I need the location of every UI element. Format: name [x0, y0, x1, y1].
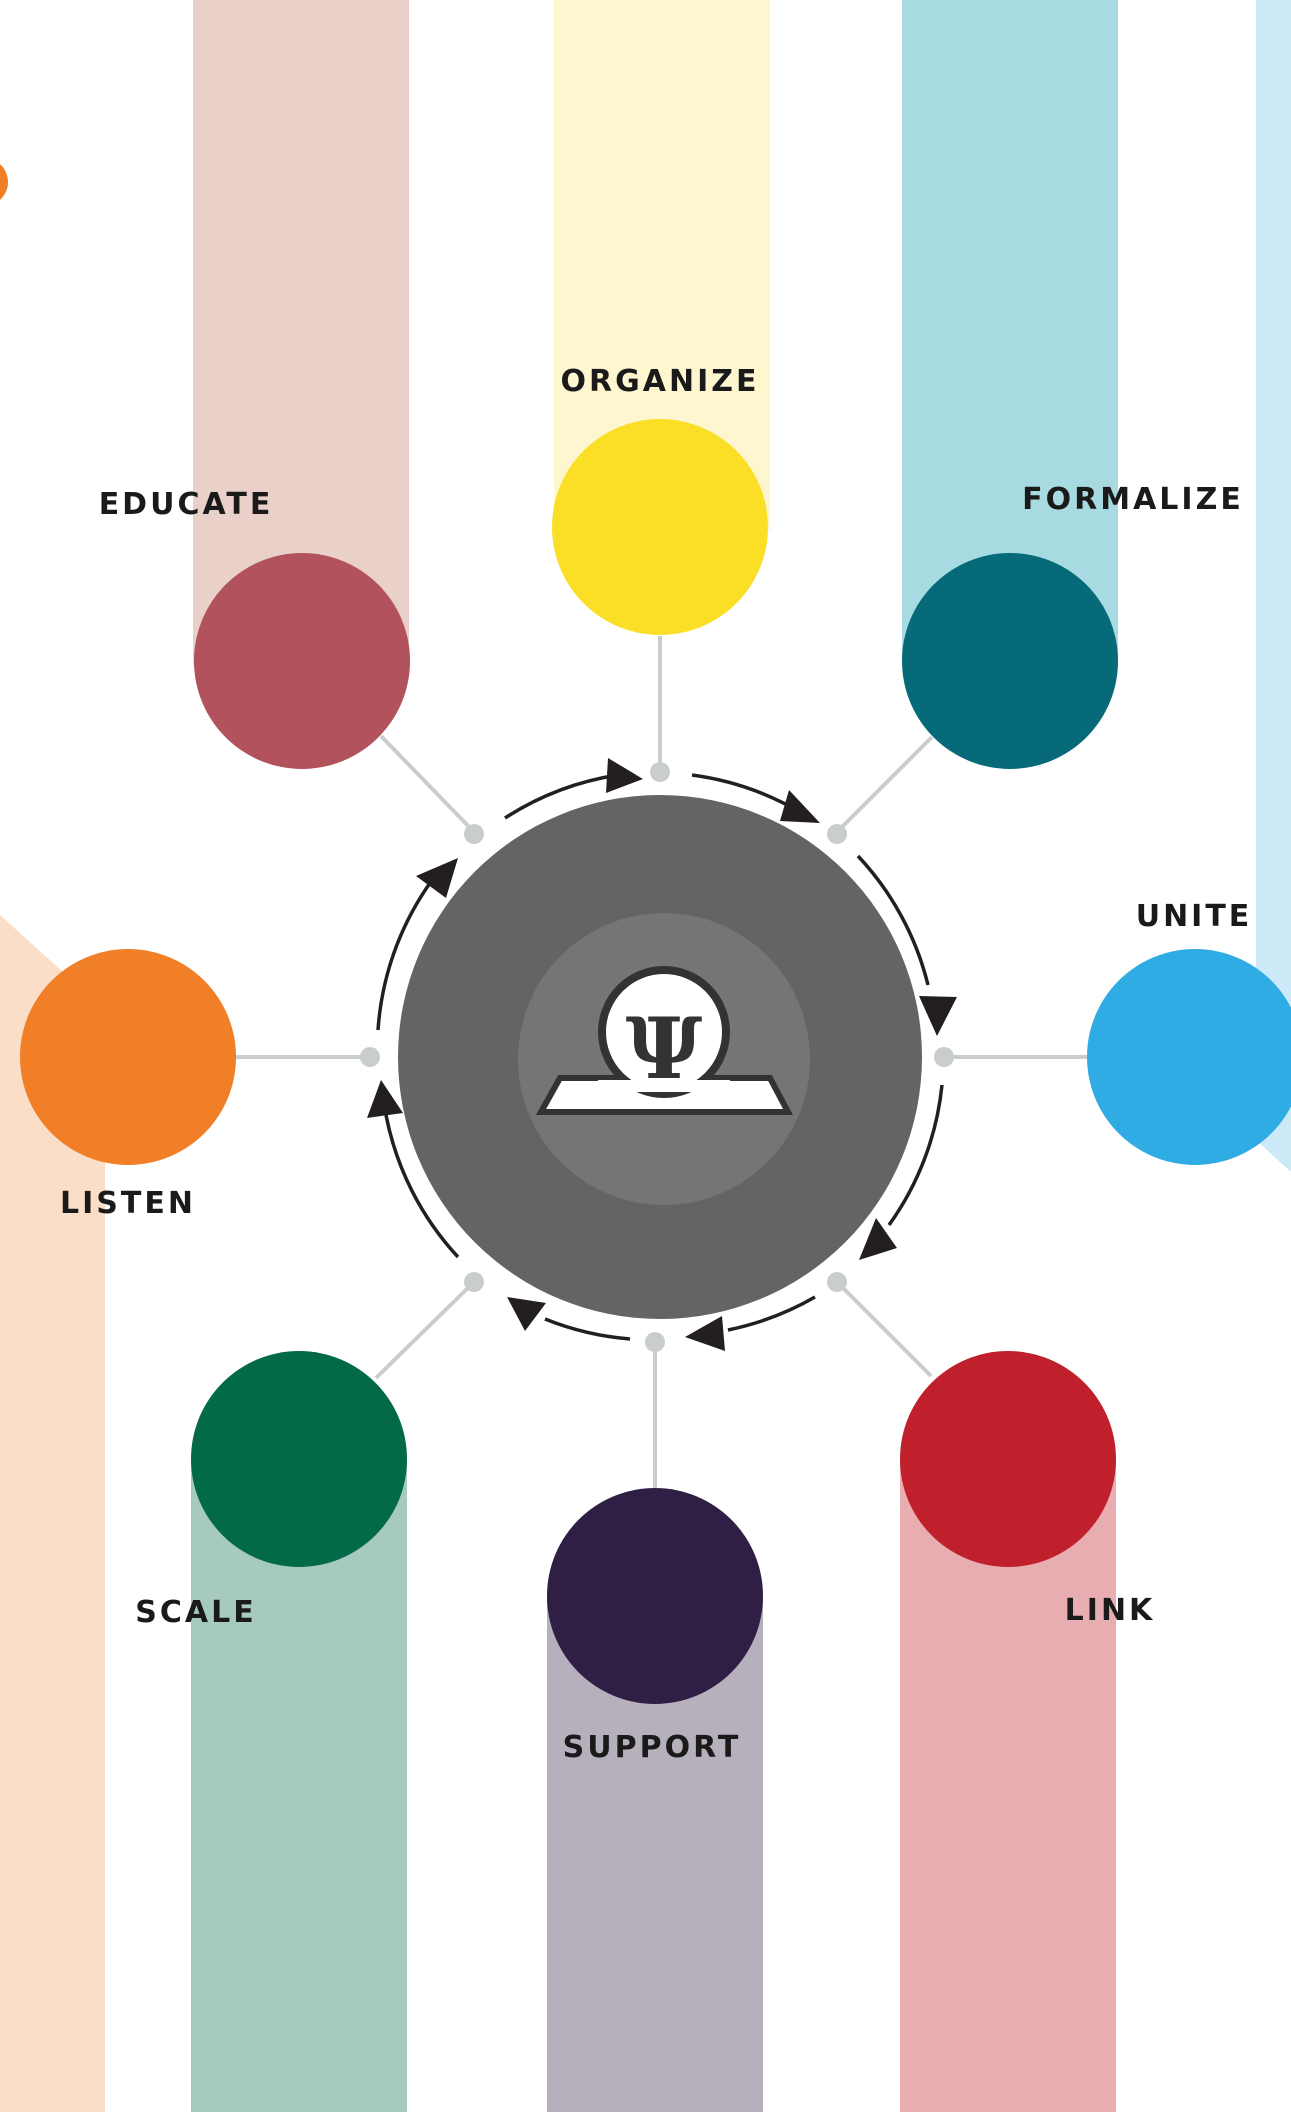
dot-scale — [464, 1272, 484, 1292]
arrowhead-scale — [507, 1297, 546, 1331]
arc-link-support — [727, 1295, 816, 1332]
connector-link — [835, 1280, 933, 1378]
logo-globe-cut — [598, 1080, 730, 1092]
arc-formalize-unite — [856, 854, 930, 986]
arrowhead-link — [859, 1218, 897, 1260]
node-scale — [191, 1351, 407, 1567]
connector-formalize — [835, 735, 934, 834]
label-scale: SCALE — [135, 1595, 256, 1630]
dot-support — [645, 1332, 665, 1352]
logo-globe — [598, 966, 730, 1098]
arc-listen-educate — [376, 881, 432, 1031]
arc-unite-link — [887, 1084, 944, 1227]
label-link: LINK — [1065, 1593, 1156, 1628]
arrowhead-listen — [367, 1080, 403, 1118]
band-listen — [0, 915, 105, 2112]
band-unite — [1256, 0, 1291, 1172]
node-formalize — [902, 553, 1118, 769]
label-organize: ORGANIZE — [561, 364, 760, 399]
arc-support-scale — [544, 1317, 631, 1341]
dot-unite — [934, 1047, 954, 1067]
connectors — [235, 636, 1087, 1488]
psi-logo-icon: Ψ — [535, 966, 793, 1115]
label-listen: LISTEN — [60, 1186, 196, 1221]
edge-circle — [0, 164, 8, 200]
connector-dots — [360, 762, 954, 1352]
label-unite: UNITE — [1136, 899, 1253, 934]
node-listen — [20, 949, 236, 1165]
arc-scale-listen — [384, 1114, 460, 1259]
arrowhead-support — [685, 1316, 725, 1351]
dot-formalize — [827, 824, 847, 844]
arc-educate-organize — [504, 773, 619, 820]
node-support — [547, 1488, 763, 1704]
dot-organize — [650, 762, 670, 782]
label-formalize: FORMALIZE — [1022, 482, 1244, 517]
dot-listen — [360, 1047, 380, 1067]
arrowhead-organize — [606, 758, 643, 793]
label-support: SUPPORT — [563, 1730, 742, 1765]
node-educate — [194, 553, 410, 769]
node-unite — [1087, 949, 1291, 1165]
cycle-arrows — [367, 758, 957, 1351]
arrowhead-formalize — [780, 790, 820, 823]
connector-scale — [374, 1280, 476, 1380]
label-educate: EDUCATE — [99, 487, 274, 522]
dot-educate — [464, 824, 484, 844]
connector-educate — [379, 734, 476, 834]
node-link — [900, 1351, 1116, 1567]
node-organize — [552, 419, 768, 635]
logo-psi: Ψ — [626, 999, 703, 1098]
dot-link — [827, 1272, 847, 1292]
arrowhead-unite — [919, 996, 957, 1036]
arrowhead-educate — [416, 858, 458, 898]
